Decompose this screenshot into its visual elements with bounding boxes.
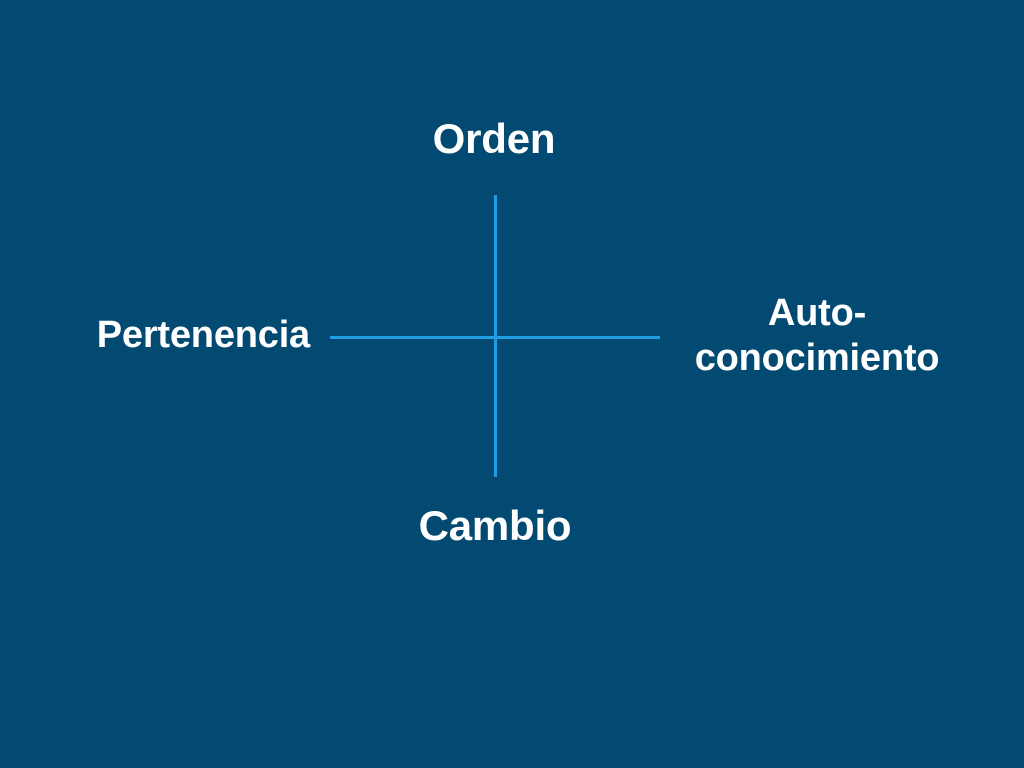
axis-label-right-line-1: Auto- xyxy=(767,292,867,334)
horizontal-axis-line xyxy=(330,336,660,339)
axis-label-right-line-2: conocimiento xyxy=(694,336,940,379)
axis-label-top: Orden xyxy=(432,115,556,162)
axis-label-left: Pertenencia xyxy=(96,314,310,356)
vertical-axis-line xyxy=(494,195,497,477)
axis-label-bottom: Cambio xyxy=(418,502,572,549)
axis-label-right: Auto- conocimiento xyxy=(660,291,1024,381)
